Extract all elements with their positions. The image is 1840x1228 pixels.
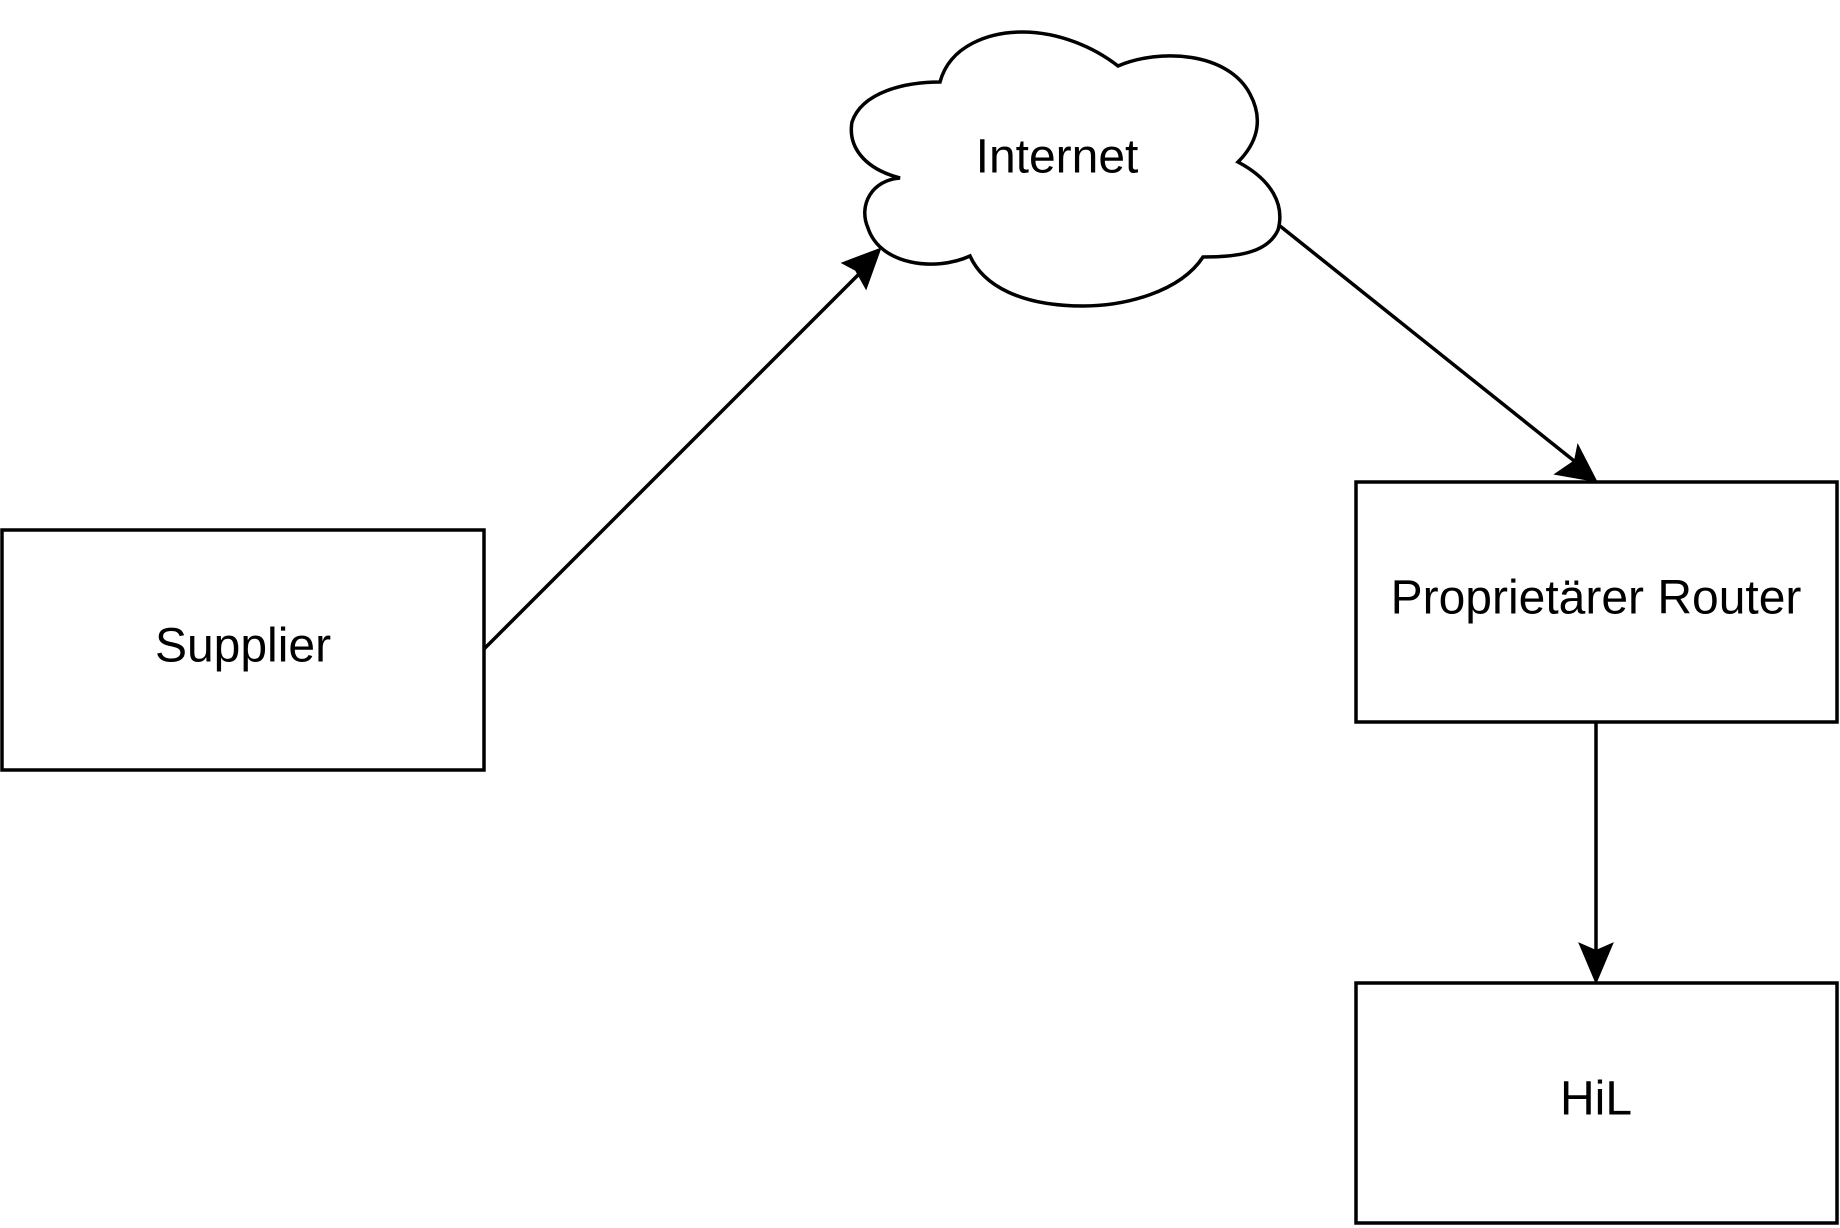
arrowhead-icon — [1578, 942, 1614, 985]
node-hil[interactable]: HiL — [1354, 981, 1839, 1225]
edge-line — [1278, 224, 1580, 466]
supplier-box — [0, 528, 486, 772]
node-internet[interactable]: Internet — [849, 30, 1282, 308]
router-box — [1354, 480, 1839, 724]
edge-line — [482, 265, 868, 651]
arrowhead-icon — [840, 247, 882, 291]
edge-internet-to-router — [1278, 224, 1598, 483]
supplier-label: Supplier — [155, 620, 331, 673]
cloud-icon — [849, 30, 1282, 308]
node-router[interactable]: Proprietärer Router — [1354, 480, 1839, 724]
edge-supplier-to-internet — [482, 247, 882, 651]
node-supplier[interactable]: Supplier — [0, 528, 486, 772]
internet-label: Internet — [976, 131, 1139, 184]
arrowhead-icon — [1553, 442, 1598, 483]
router-label: Proprietärer Router — [1391, 572, 1802, 625]
hil-label: HiL — [1560, 1073, 1632, 1126]
hil-box — [1354, 981, 1839, 1225]
edge-router-to-hil — [1578, 722, 1614, 985]
